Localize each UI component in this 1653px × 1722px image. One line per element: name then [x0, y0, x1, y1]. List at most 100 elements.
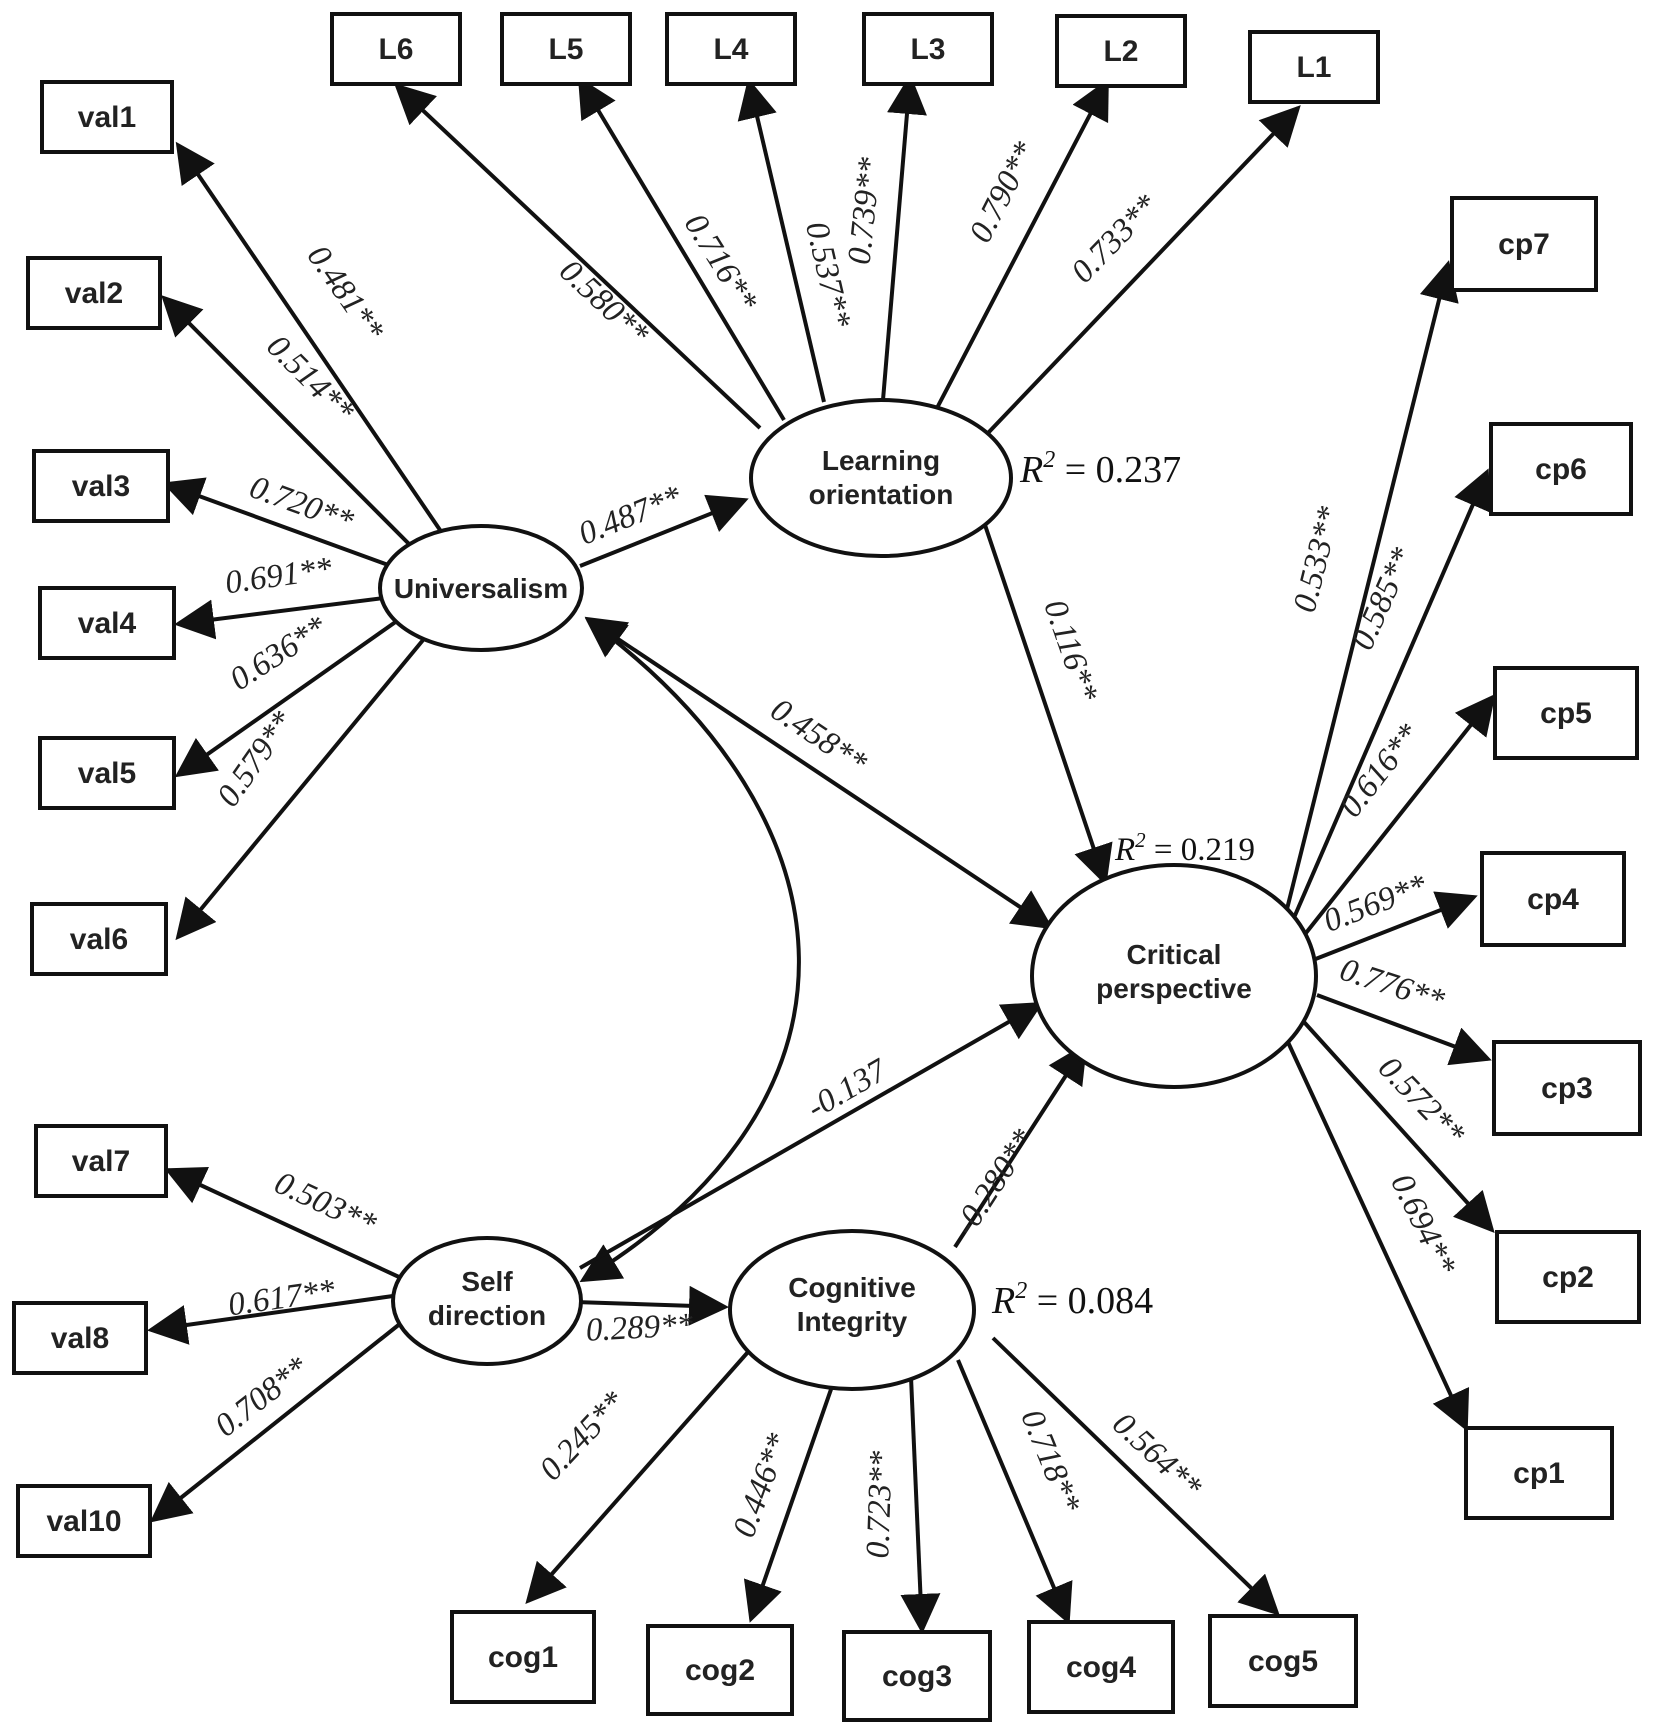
loading-val4: 0.691**: [223, 551, 335, 602]
arrow-val3: [162, 477, 403, 572]
arrow-cog1: [525, 1350, 750, 1604]
path-cognitive-critical: -0.280**: [947, 1123, 1042, 1242]
loading-val5: 0.636**: [224, 609, 334, 698]
indicator-l6: L6: [330, 12, 462, 86]
indicator-label-val2: val2: [65, 277, 123, 310]
arrow-cognitive-critical: [953, 1042, 1088, 1249]
loading-val3: 0.720**: [245, 469, 359, 540]
indicator-label-val5: val5: [78, 757, 136, 790]
loading-val7: 0.503**: [269, 1165, 382, 1243]
construct-critical-label-line2: perspective: [1096, 973, 1252, 1004]
indicator-boxes: L6 L5 L4 L3 L2 L1 val1 val2 val3 val4 va…: [12, 12, 1642, 1722]
indicator-label-cp6: cp6: [1535, 453, 1587, 486]
indicator-val1: val1: [40, 80, 174, 154]
loading-val8: 0.617**: [226, 1273, 338, 1324]
arrow-cog5: [991, 1336, 1280, 1616]
construct-learning-orientation: Learning orientation: [749, 398, 1013, 558]
arrow-cp7: [1284, 260, 1459, 914]
arrow-cp6: [1291, 468, 1492, 921]
arrow-cp5: [1300, 693, 1496, 940]
indicator-cp2: cp2: [1495, 1230, 1641, 1324]
arrow-l1: [986, 105, 1301, 435]
arrow-universalism-critical: [584, 616, 1054, 930]
indicator-label-cog2: cog2: [685, 1654, 755, 1687]
construct-learning-label-line2: orientation: [809, 479, 954, 510]
arrow-cp4: [1312, 891, 1478, 962]
indicator-label-cp1: cp1: [1513, 1457, 1565, 1490]
indicator-label-l1: L1: [1296, 51, 1331, 84]
indicator-cp1: cp1: [1464, 1426, 1614, 1520]
indicator-label-l5: L5: [548, 33, 583, 66]
arrow-learning-critical: [983, 524, 1113, 886]
indicator-cp5: cp5: [1493, 666, 1639, 760]
path-learning-critical: 0.116**: [1036, 595, 1104, 706]
indicator-val10: val10: [16, 1484, 152, 1558]
construct-learning-label-line1: Learning: [822, 445, 940, 476]
arrow-val10: [149, 1321, 403, 1523]
construct-critical-label-line1: Critical: [1127, 939, 1222, 970]
construct-cognitive-integrity: Cognitive Integrity: [728, 1229, 976, 1391]
construct-cognitive-label-line1: Cognitive: [788, 1272, 916, 1303]
indicator-cog1: cog1: [450, 1610, 596, 1704]
loading-val2: 0.514**: [259, 328, 361, 430]
r-squared-learning-orientation: R2 = 0.237: [1019, 447, 1181, 491]
r-squared-cognitive-integrity: R2 = 0.084: [991, 1278, 1153, 1322]
arrow-cog4: [956, 1359, 1073, 1625]
loading-l1: 0.733**: [1065, 188, 1166, 291]
path-self-cognitive: 0.289**: [585, 1307, 694, 1349]
arrow-cp1: [1285, 1039, 1470, 1432]
indicator-val2: val2: [26, 256, 162, 330]
indicator-label-l2: L2: [1103, 35, 1138, 68]
arrow-val8: [147, 1294, 394, 1345]
latent-constructs: Universalism Learning orientation Critic…: [378, 398, 1318, 1391]
indicator-val7: val7: [34, 1124, 168, 1198]
loading-l3: 0.739**: [842, 155, 889, 266]
indicator-val8: val8: [12, 1301, 148, 1375]
indicator-cp6: cp6: [1489, 422, 1633, 516]
loading-cog5: 0.564**: [1105, 1406, 1208, 1506]
indicator-label-cog3: cog3: [882, 1660, 952, 1693]
loading-val1: 0.481**: [300, 239, 391, 348]
arrow-cog2: [743, 1374, 838, 1623]
construct-self-direction: Self direction: [391, 1236, 583, 1366]
indicator-label-cog1: cog1: [488, 1641, 558, 1674]
indicator-label-val3: val3: [72, 470, 130, 503]
indicator-l1: L1: [1248, 30, 1380, 104]
indicator-cp3: cp3: [1492, 1040, 1642, 1136]
indicator-label-val1: val1: [78, 101, 136, 134]
loading-cog3: 0.723**: [860, 1450, 900, 1559]
indicator-cp4: cp4: [1480, 851, 1626, 947]
indicator-label-cp2: cp2: [1542, 1261, 1594, 1294]
construct-self-label-line1: Self: [461, 1266, 513, 1297]
indicator-val6: val6: [30, 902, 168, 976]
indicator-l5: L5: [500, 12, 632, 86]
r-squared-critical-perspective: R2 = 0.219: [1114, 828, 1255, 868]
arrow-universalism-learning: [579, 494, 749, 568]
indicator-label-val4: val4: [78, 607, 137, 640]
indicator-label-l4: L4: [713, 33, 748, 66]
arrow-l5: [577, 76, 786, 422]
indicator-cp7: cp7: [1450, 196, 1598, 292]
indicator-label-val10: val10: [46, 1505, 121, 1538]
arrow-l4: [737, 78, 826, 403]
loading-cp4: 0.569**: [1319, 867, 1432, 939]
r-squared-labels: R2 = 0.237 R2 = 0.219 R2 = 0.084: [991, 447, 1255, 1322]
construct-self-label-line2: direction: [428, 1300, 546, 1331]
loading-cp7: 0.533**: [1287, 503, 1348, 616]
arrow-cp2: [1302, 1020, 1495, 1233]
arrow-val7: [164, 1166, 400, 1279]
loading-cog1: 0.245**: [533, 1384, 633, 1487]
arrow-val6: [175, 632, 430, 941]
arrow-self-critical: [579, 1002, 1044, 1270]
indicator-val3: val3: [32, 449, 170, 523]
indicator-cog2: cog2: [646, 1624, 794, 1716]
loading-cog2: 0.446**: [726, 1429, 797, 1543]
indicator-label-l3: L3: [910, 33, 945, 66]
indicator-label-val6: val6: [70, 923, 128, 956]
arrow-l2: [935, 78, 1109, 409]
indicator-l4: L4: [665, 12, 797, 86]
indicator-label-cp3: cp3: [1541, 1072, 1593, 1105]
loading-val10: 0.708**: [209, 1350, 316, 1445]
indicator-val5: val5: [38, 736, 176, 810]
arrow-l6: [394, 83, 762, 430]
